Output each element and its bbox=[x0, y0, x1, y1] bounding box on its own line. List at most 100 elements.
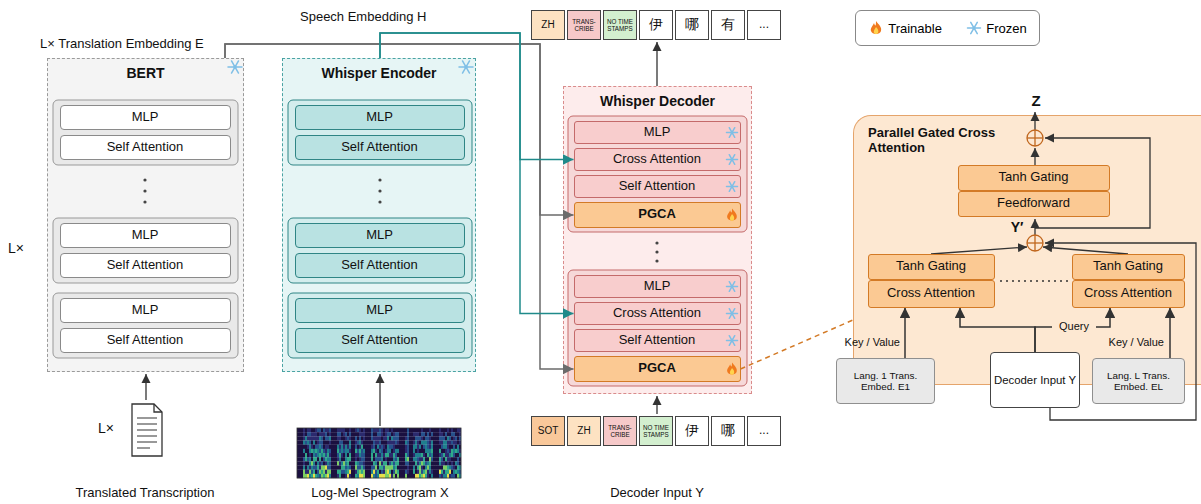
node-text: MLP bbox=[132, 228, 159, 243]
connector bbox=[225, 44, 574, 215]
node-text: 伊 bbox=[649, 17, 663, 33]
node-text: Self Attention bbox=[619, 333, 696, 348]
node-text: Tanh Gating bbox=[998, 170, 1068, 185]
text-label: Query bbox=[1052, 320, 1096, 333]
connector bbox=[225, 44, 574, 369]
node-text: Self Attention bbox=[107, 140, 184, 155]
node-text: ZH bbox=[577, 425, 590, 436]
text-label: L× bbox=[8, 240, 42, 257]
legend-item: Trainable bbox=[868, 20, 942, 36]
layer-box: Self Attention bbox=[295, 135, 465, 160]
text-label: Key / Value bbox=[1098, 336, 1164, 349]
node-text: Cross Attention bbox=[613, 152, 701, 167]
node-text: PGCA bbox=[638, 207, 676, 222]
trainable-icon bbox=[727, 363, 737, 375]
trainable-icon bbox=[871, 21, 881, 34]
node-text: MLP bbox=[132, 110, 159, 125]
connector bbox=[1035, 308, 1110, 353]
frozen-icon bbox=[968, 22, 981, 33]
flow-arrows bbox=[146, 42, 1196, 426]
token-box: 哪 bbox=[675, 10, 709, 40]
token-box: ZH bbox=[567, 416, 601, 446]
connector bbox=[1169, 308, 1171, 359]
token-box: NO TIME STAMPS bbox=[603, 10, 637, 40]
node-text: MLP bbox=[366, 110, 393, 125]
frozen-icon bbox=[727, 336, 738, 346]
layer-box: MLP bbox=[574, 121, 741, 144]
node-text: Decoder Input Y bbox=[994, 374, 1076, 387]
module-box: Cross Attention bbox=[1072, 280, 1185, 308]
node-text: Whisper Encoder bbox=[321, 66, 436, 82]
layer-box: MLP bbox=[60, 298, 231, 323]
pgca-box: PGCA bbox=[574, 202, 741, 228]
node-text: Parallel Gated Cross Attention bbox=[868, 126, 998, 155]
layer-box: Self Attention bbox=[60, 135, 231, 160]
frozen-icon bbox=[228, 61, 242, 73]
token-box: SOT bbox=[531, 416, 565, 446]
text-label: L× bbox=[98, 420, 128, 437]
spectrogram bbox=[297, 428, 461, 478]
node-text: MLP bbox=[366, 303, 393, 318]
token-box: ... bbox=[747, 416, 781, 446]
document-icon bbox=[132, 404, 162, 456]
node-text: 哪 bbox=[685, 17, 699, 33]
layer-box: MLP bbox=[295, 223, 465, 248]
node-text: Cross Attention bbox=[613, 306, 701, 321]
layer-box: Self Attention bbox=[60, 328, 231, 353]
math-symbol: Z bbox=[1026, 92, 1046, 110]
token-box: 伊 bbox=[675, 416, 709, 446]
node-text: Tanh Gating bbox=[896, 259, 966, 274]
node-text: MLP bbox=[644, 125, 671, 140]
node-text: 哪 bbox=[721, 423, 735, 439]
connector bbox=[741, 320, 854, 369]
embedding-box: Lang. L Trans. Embed. EL bbox=[1092, 358, 1185, 404]
legend-box: TrainableFrozen bbox=[855, 10, 1040, 46]
frozen-icon bbox=[727, 128, 738, 138]
connector bbox=[380, 33, 574, 160]
text-label: Decoder Input Y bbox=[557, 485, 757, 501]
text-label: Speech Embedding H bbox=[300, 9, 450, 25]
node-text: Self Attention bbox=[619, 179, 696, 194]
token-box: NO TIME STAMPS bbox=[639, 416, 673, 446]
node-text: 伊 bbox=[685, 423, 699, 439]
module-box: Tanh Gating bbox=[958, 165, 1110, 191]
legend-text: Trainable bbox=[888, 21, 942, 36]
frozen-icon bbox=[727, 309, 738, 319]
node-text: MLP bbox=[132, 303, 159, 318]
node-text: 有 bbox=[721, 17, 735, 33]
node-text: TRANS- CRIBE bbox=[604, 424, 636, 438]
layer-box: MLP bbox=[60, 223, 231, 248]
frozen-icon bbox=[727, 182, 738, 192]
frozen-icon bbox=[727, 155, 738, 165]
token-box: TRANS- CRIBE bbox=[603, 416, 637, 446]
legend-sample bbox=[868, 20, 884, 36]
node-text: Feedforward bbox=[997, 196, 1070, 211]
node-text: SOT bbox=[538, 425, 559, 436]
layer-box: Self Attention bbox=[60, 253, 231, 278]
layer-box: Self Attention bbox=[295, 328, 465, 353]
layer-box: MLP bbox=[574, 275, 741, 298]
token-box: ... bbox=[747, 10, 781, 40]
node-text: NO TIME STAMPS bbox=[604, 18, 636, 32]
token-box: 有 bbox=[711, 10, 745, 40]
node-text: ... bbox=[759, 18, 769, 31]
token-box: 哪 bbox=[711, 416, 745, 446]
node-text: NO TIME STAMPS bbox=[640, 424, 672, 438]
sum-circles bbox=[1027, 130, 1043, 251]
frozen-icon bbox=[459, 61, 473, 73]
layer-box: MLP bbox=[295, 105, 465, 130]
token-box: TRANS- CRIBE bbox=[567, 10, 601, 40]
layer-box: Self Attention bbox=[574, 329, 741, 352]
text-label: Translated Transcription bbox=[45, 485, 245, 501]
encoder-blocks bbox=[288, 100, 472, 358]
connector bbox=[960, 308, 1035, 353]
layer-box: Self Attention bbox=[574, 175, 741, 198]
bert-blocks bbox=[53, 100, 238, 358]
node-text: Self Attention bbox=[107, 258, 184, 273]
frozen-icon bbox=[727, 282, 738, 292]
node-text: Lang. 1 Trans. Embed. E1 bbox=[837, 370, 934, 392]
node-text: Self Attention bbox=[341, 140, 418, 155]
ellipsis-dots bbox=[143, 178, 658, 262]
layer-box: Cross Attention bbox=[574, 148, 741, 171]
connector bbox=[380, 33, 574, 314]
